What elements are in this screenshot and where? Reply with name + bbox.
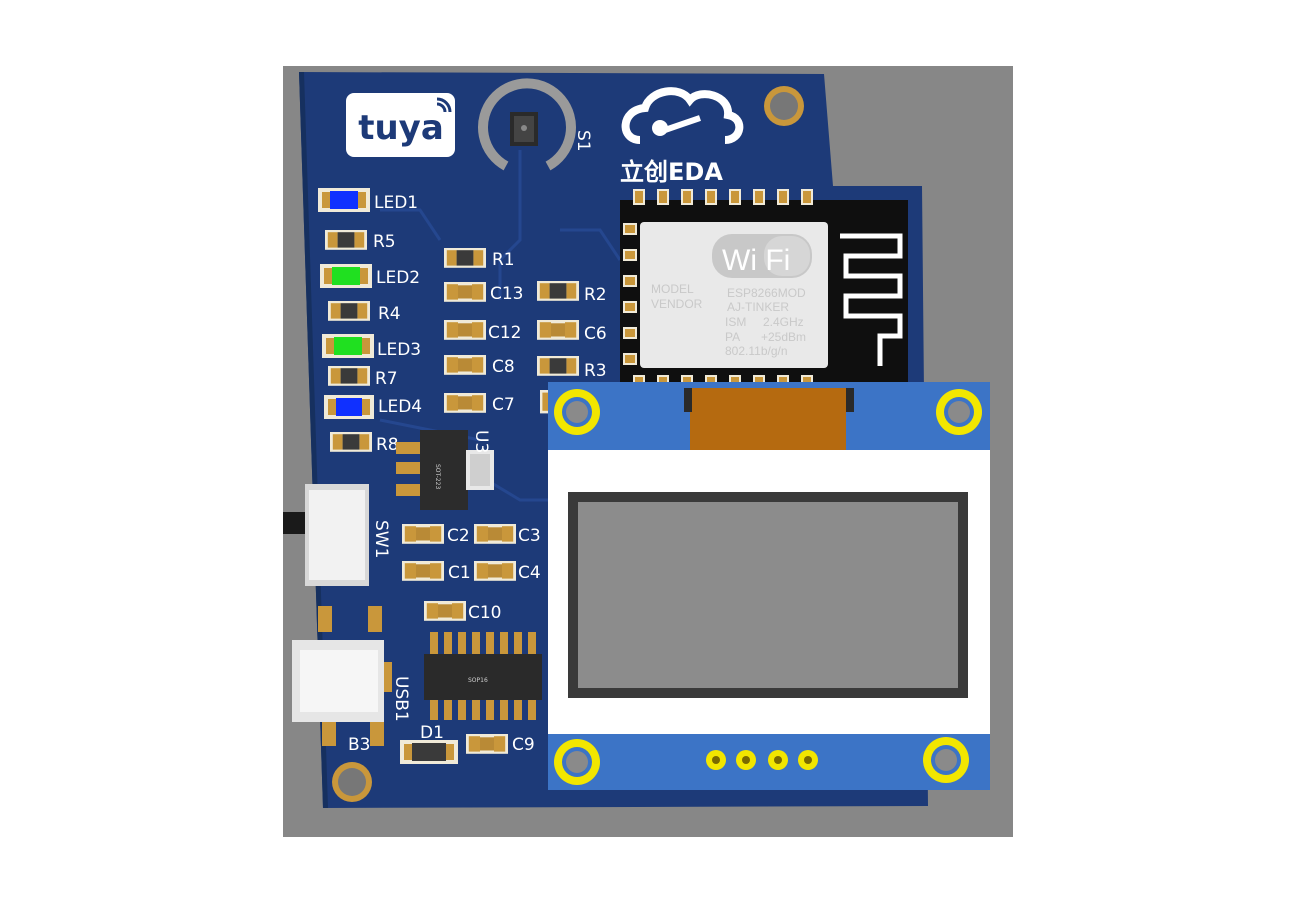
sensor-s1 xyxy=(478,78,576,171)
esp-label-vendor: VENDOR xyxy=(651,297,703,311)
silk-s1: S1 xyxy=(573,130,593,152)
silk-led1: LED1 xyxy=(374,193,418,213)
capacitor-c4 xyxy=(474,561,516,581)
lceda-logo: 立创EDA xyxy=(620,87,744,186)
silk-u3: U3 xyxy=(471,430,491,453)
resistor-r3 xyxy=(537,356,579,376)
resistor-r7 xyxy=(328,366,370,386)
silk-c8: C8 xyxy=(492,357,515,377)
capacitor-c7 xyxy=(444,393,486,413)
silk-r7: R7 xyxy=(375,369,398,389)
usb-connector-usb1 xyxy=(292,606,392,746)
capacitor-c13 xyxy=(444,282,486,302)
esp-label-pa: PA xyxy=(725,330,740,344)
oled-mounting-holes xyxy=(554,389,982,785)
antenna-trace xyxy=(840,233,903,366)
silk-led2: LED2 xyxy=(376,268,420,288)
silk-d1: D1 xyxy=(420,723,444,743)
resistor-r1 xyxy=(444,248,486,268)
oled-header-pins xyxy=(706,750,818,770)
ic-sop16: SOP16 xyxy=(424,632,542,720)
silk-r2: R2 xyxy=(584,285,607,305)
silk-c3: C3 xyxy=(518,526,541,546)
esp-module-label: MODEL ESP8266MOD VENDOR AJ-TINKER ISM 2.… xyxy=(651,282,806,358)
silk-led3: LED3 xyxy=(377,340,421,360)
capacitor-c10 xyxy=(424,601,466,621)
wifi-logo-text: Wi Fi xyxy=(722,244,790,277)
esp-value-ism: 2.4GHz xyxy=(763,315,804,329)
wifi-logo: Wi Fi xyxy=(712,234,812,278)
resistor-r8 xyxy=(330,432,372,452)
lceda-logo-text: 立创EDA xyxy=(620,158,723,186)
silk-sw1: SW1 xyxy=(371,520,391,558)
silk-r4: R4 xyxy=(378,304,401,324)
switch-sw1 xyxy=(283,484,369,586)
led1 xyxy=(318,188,370,212)
resistor-r2 xyxy=(537,281,579,301)
silk-r8: R8 xyxy=(376,435,399,455)
mounting-hole-bottom-left xyxy=(332,762,372,802)
capacitor-c8 xyxy=(444,355,486,375)
oled-module xyxy=(548,382,990,790)
silk-c4: C4 xyxy=(518,563,541,583)
diode-d1 xyxy=(400,740,458,764)
esp-label-ism: ISM xyxy=(725,315,746,329)
silk-c13: C13 xyxy=(490,284,524,304)
led3 xyxy=(322,334,374,358)
tuya-logo-text: tuya xyxy=(358,108,444,148)
esp-value-model: ESP8266MOD xyxy=(727,286,806,300)
silk-r3: R3 xyxy=(584,361,607,381)
silk-c10: C10 xyxy=(468,603,502,623)
resistor-r5 xyxy=(325,230,367,250)
silk-r5: R5 xyxy=(373,232,396,252)
capacitor-c3 xyxy=(474,524,516,544)
silk-c12: C12 xyxy=(488,323,522,343)
silk-c9: C9 xyxy=(512,735,535,755)
silk-c6: C6 xyxy=(584,324,607,344)
mounting-hole-top-right xyxy=(764,86,804,126)
capacitor-c12 xyxy=(444,320,486,340)
silk-c2: C2 xyxy=(447,526,470,546)
silk-c7: C7 xyxy=(492,395,515,415)
silk-c1: C1 xyxy=(448,563,471,583)
esp-value-pa: +25dBm xyxy=(761,330,806,344)
led2 xyxy=(320,264,372,288)
silk-r1: R1 xyxy=(492,250,515,270)
esp-label-model: MODEL xyxy=(651,282,694,296)
capacitor-c6 xyxy=(537,320,579,340)
led4 xyxy=(324,395,374,419)
svg-text:SOT-223: SOT-223 xyxy=(434,464,441,489)
silk-led4: LED4 xyxy=(378,397,422,417)
capacitor-c9 xyxy=(466,734,508,754)
esp-value-standard: 802.11b/g/n xyxy=(725,344,788,358)
tuya-logo: tuya xyxy=(346,93,455,157)
capacitor-c2 xyxy=(402,524,444,544)
esp-value-vendor: AJ-TINKER xyxy=(727,300,789,314)
silk-usb1: USB1 xyxy=(391,676,411,722)
silk-b3: B3 xyxy=(348,735,370,755)
regulator-u3: SOT-223 xyxy=(396,430,494,510)
capacitor-c1 xyxy=(402,561,444,581)
resistor-r4 xyxy=(328,301,370,321)
ic-marking: SOP16 xyxy=(468,677,488,684)
